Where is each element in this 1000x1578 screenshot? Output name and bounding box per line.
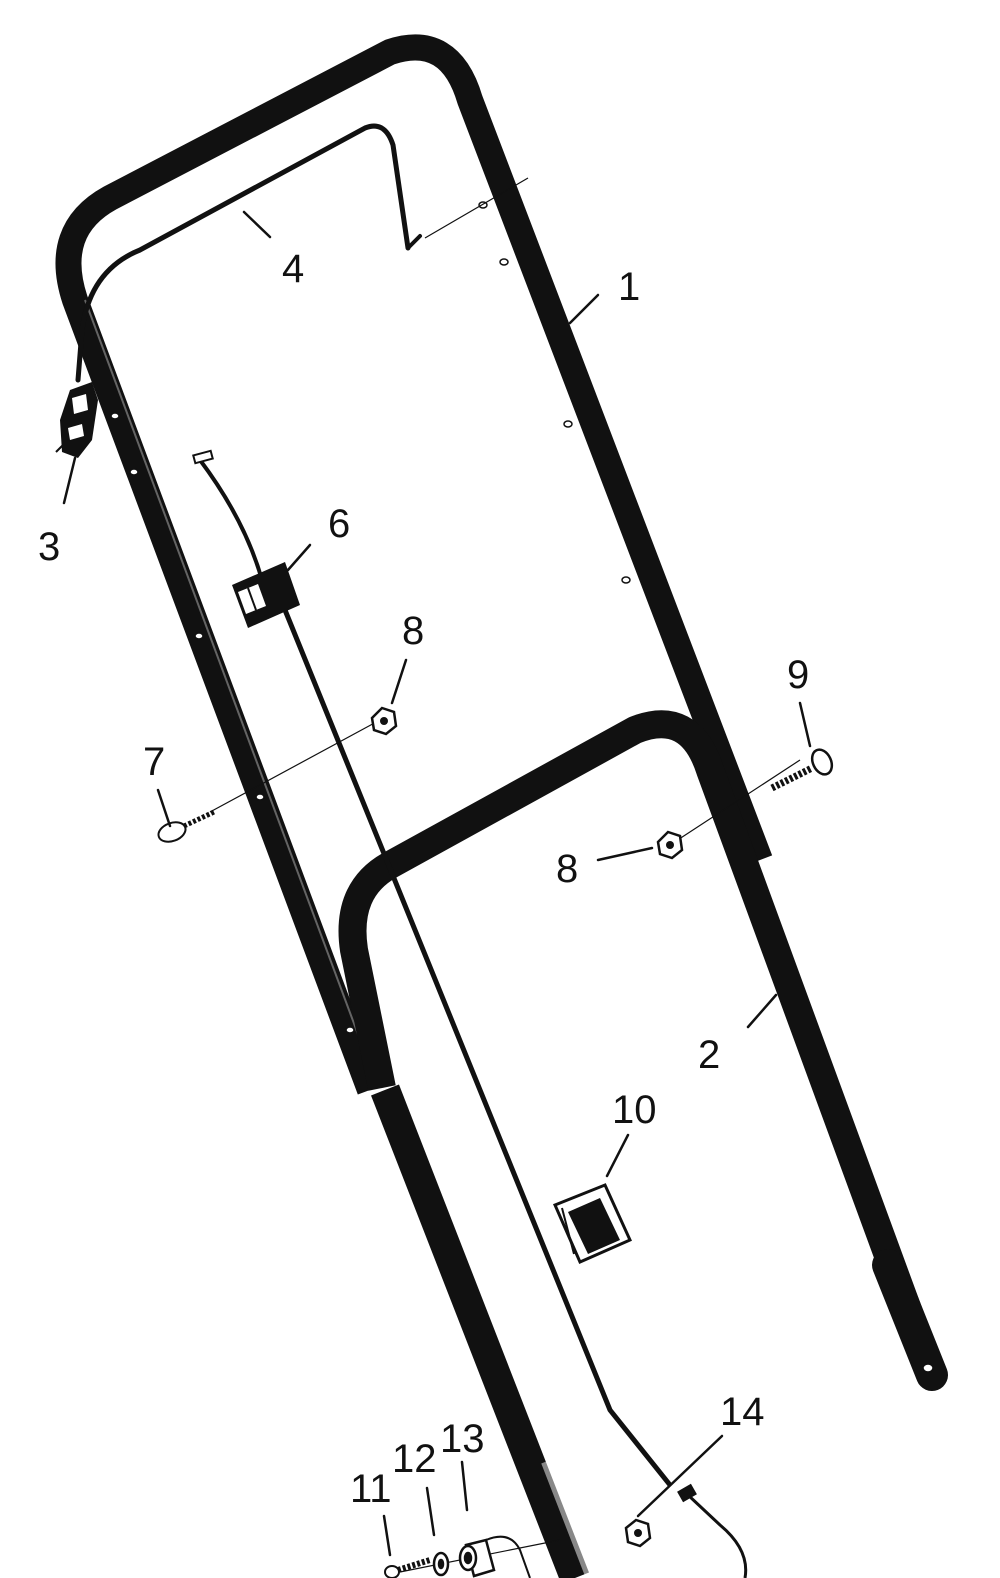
leader-7	[156, 788, 172, 828]
throttle-cable-upper	[198, 458, 264, 581]
leader-4	[242, 210, 272, 239]
leader-2	[746, 993, 778, 1029]
hex-nut-lower	[656, 830, 684, 860]
leader-6	[286, 543, 312, 572]
callout-6: 6	[328, 502, 350, 546]
leader-12	[425, 1486, 436, 1537]
control-bar	[75, 123, 422, 383]
throttle-cable	[192, 449, 672, 1487]
hex-nut-upper	[370, 706, 398, 736]
throttle-cable-main	[282, 609, 672, 1487]
lower-handle	[338, 710, 948, 1578]
leader-1	[568, 293, 600, 325]
stop-switch	[55, 382, 98, 458]
eye-bolt	[157, 809, 216, 843]
callout-4: 4	[282, 247, 304, 291]
callout-10: 10	[612, 1088, 657, 1132]
lower-bolt	[384, 1557, 431, 1578]
callout-8-upper: 8	[402, 609, 424, 653]
callout-3: 3	[38, 525, 60, 569]
callout-numbers: 1 2 3 4 6 7 8 8 9 10 11 12 13 14	[38, 247, 809, 1511]
handle-holes	[110, 201, 631, 1034]
callout-8-lower: 8	[556, 847, 578, 891]
leader-3	[62, 456, 77, 505]
cable-clip	[553, 1183, 632, 1264]
callout-2: 2	[698, 1033, 720, 1077]
upper-handle-tube	[55, 34, 773, 1095]
leader-8a	[390, 658, 408, 705]
callout-14: 14	[720, 1390, 765, 1434]
carriage-bolt	[770, 748, 834, 792]
lower-spacer	[458, 1538, 496, 1578]
lower-hex-nut	[624, 1518, 652, 1548]
upper-handle-highlight	[84, 299, 376, 1081]
assembly-lines	[209, 177, 801, 1573]
callout-9: 9	[787, 653, 809, 697]
lower-handle-end-hole	[922, 1363, 934, 1373]
leader-9	[798, 701, 812, 748]
callout-1: 1	[618, 265, 640, 309]
lower-handle-tube	[338, 710, 944, 1375]
control-bar-cable	[75, 123, 411, 383]
callout-leaders	[62, 210, 812, 1557]
leader-11	[382, 1514, 392, 1557]
callout-13: 13	[440, 1417, 485, 1461]
upper-handle-lower-leg	[371, 1084, 589, 1578]
callout-12: 12	[392, 1437, 437, 1481]
callout-7: 7	[143, 740, 165, 784]
lower-washer	[432, 1551, 450, 1577]
leader-10	[605, 1133, 630, 1178]
throttle-cable-end	[192, 449, 214, 465]
throttle-linkage	[485, 1483, 748, 1578]
cable-guide	[232, 562, 300, 628]
leader-14	[636, 1434, 724, 1518]
stop-switch-body	[60, 382, 98, 458]
upper-handle	[55, 34, 773, 1578]
upper-handle-slot	[541, 1460, 594, 1578]
leader-8b	[596, 846, 654, 862]
callout-11: 11	[350, 1467, 392, 1511]
leader-13	[460, 1460, 469, 1512]
lower-handle-end	[872, 1249, 948, 1391]
